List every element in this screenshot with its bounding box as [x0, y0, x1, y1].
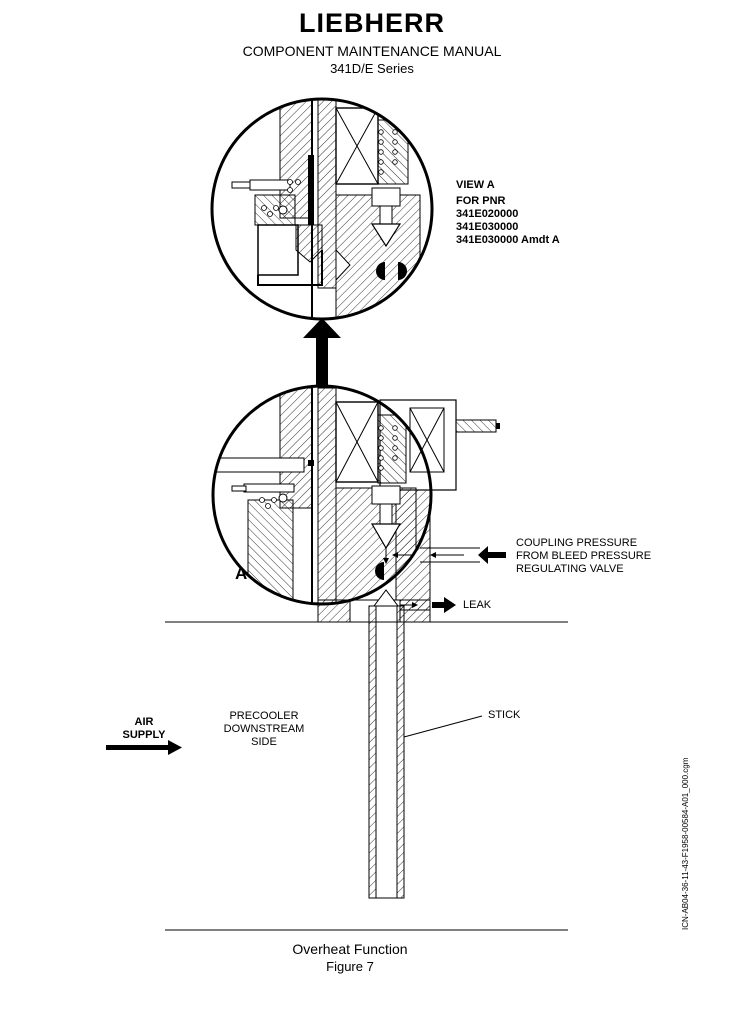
liebherr-logo: LIEBHERR — [298, 8, 445, 38]
precooler-label-3: SIDE — [251, 736, 277, 748]
air-supply-arrow — [106, 740, 182, 755]
leak-label: LEAK — [463, 599, 492, 611]
precooler-label-2: DOWNSTREAM — [223, 723, 305, 735]
leak-arrow — [400, 597, 456, 613]
air-supply-label-1: AIR — [134, 716, 154, 728]
view-a-pnr-3: 341E030000 Amdt A — [456, 234, 560, 246]
view-a-for-pnr: FOR PNR — [456, 195, 506, 207]
coupling-label-3: REGULATING VALVE — [516, 563, 624, 575]
valve-assembly — [211, 384, 500, 623]
stick-leader — [403, 715, 483, 738]
icn-reference: ICN-AB04-36-11-43-F1958-00584-A01_000.cg… — [681, 757, 690, 930]
view-a-pnr-2: 341E030000 — [456, 221, 519, 233]
manual-title: COMPONENT MAINTENANCE MANUAL — [242, 43, 502, 59]
view-a-pnr-1: 341E020000 — [456, 208, 519, 220]
view-marker-a: A — [235, 564, 248, 583]
coupling-label-2: FROM BLEED PRESSURE — [516, 550, 652, 562]
air-supply-label-2: SUPPLY — [122, 729, 166, 741]
view-a-detail — [210, 97, 434, 321]
manual-series: 341D/E Series — [330, 61, 414, 76]
view-a-title: VIEW A — [456, 179, 495, 191]
coupling-pressure-arrows — [392, 546, 506, 564]
stick-label: STICK — [488, 709, 521, 721]
figure-number: Figure 7 — [326, 959, 374, 974]
figure-title: Overheat Function — [292, 941, 408, 957]
magnification-arrow — [303, 318, 341, 387]
coupling-label-1: COUPLING PRESSURE — [516, 537, 638, 549]
precooler-label-1: PRECOOLER — [229, 710, 299, 722]
stick — [368, 605, 405, 899]
